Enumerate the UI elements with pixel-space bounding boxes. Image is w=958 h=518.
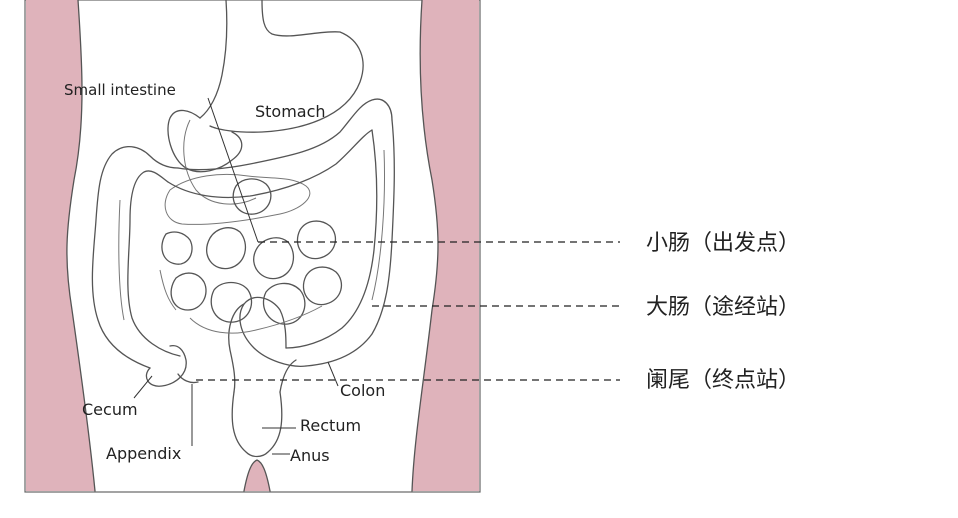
left-body-tissue xyxy=(26,0,95,491)
annotation-small-intestine: 小肠（出发点） xyxy=(646,231,800,256)
crotch-contour xyxy=(243,459,271,492)
small-intestine-leader xyxy=(207,97,259,243)
duodenum-outline xyxy=(183,119,257,205)
annotation-large-intestine: 大肠（途经站） xyxy=(646,295,800,320)
anus-label: Anus xyxy=(290,446,330,465)
cecum-leader xyxy=(133,375,153,399)
diagram-frame xyxy=(24,0,481,493)
right-body-tissue xyxy=(412,0,479,491)
right-body-contour xyxy=(411,0,439,492)
stomach-label: Stomach xyxy=(255,102,326,121)
pancreas-outline xyxy=(164,173,311,225)
small-intestine-label: Small intestine xyxy=(64,81,176,99)
annotation-appendix: 阑尾（终点站） xyxy=(646,368,800,393)
colon-label: Colon xyxy=(340,381,385,400)
colon xyxy=(91,98,395,458)
small-intestine xyxy=(159,178,343,334)
rectum-label: Rectum xyxy=(300,416,361,435)
cecum-label: Cecum xyxy=(82,400,138,419)
left-body-contour xyxy=(66,0,96,492)
colon-leader xyxy=(327,361,339,387)
appendix-label: Appendix xyxy=(106,444,181,463)
